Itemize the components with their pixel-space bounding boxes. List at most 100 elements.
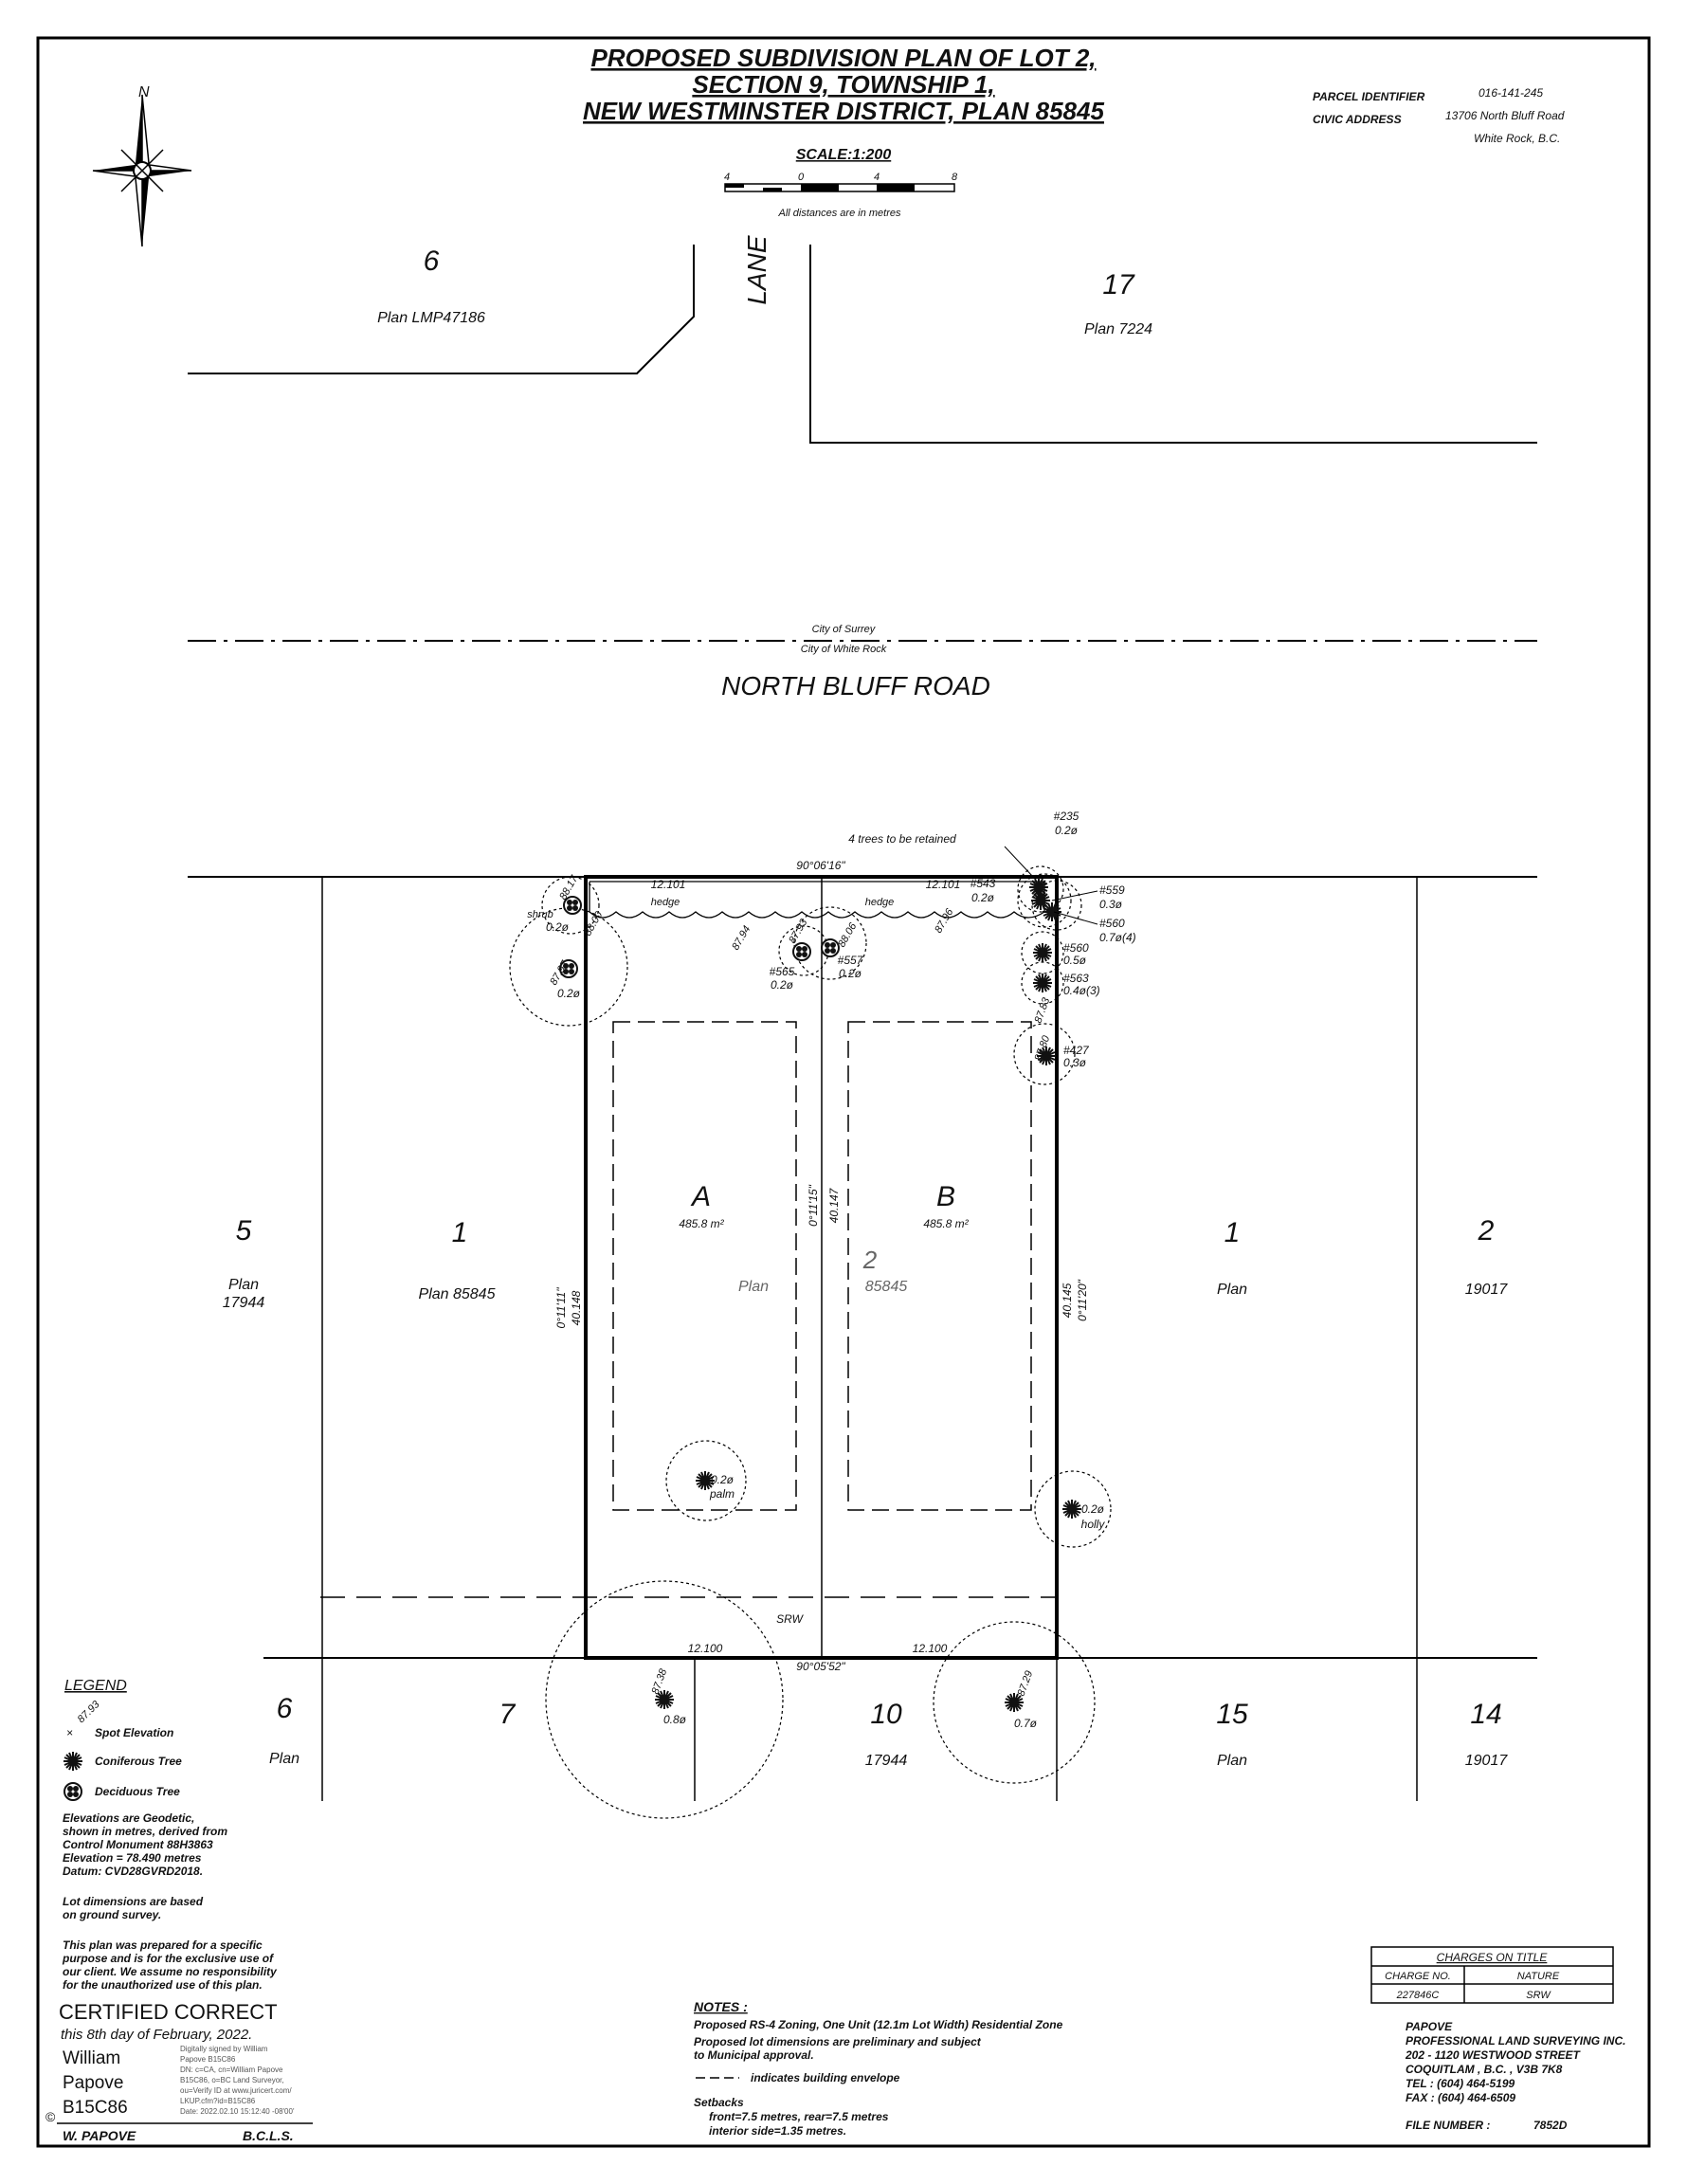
scale-tick-1: 4 (724, 172, 730, 183)
coniferous-tree-icon (63, 1751, 83, 1772)
notes-envelope: indicates building envelope (751, 2071, 900, 2084)
civic-value-1: 13706 North Bluff Road (1445, 109, 1565, 122)
lot-a-label: A (690, 1181, 711, 1212)
lot-1-west: 1 (452, 1217, 468, 1248)
adjacent-lot-lines (321, 877, 1418, 1801)
signature-line-1: William (63, 2048, 120, 2068)
srw-label: SRW (776, 1612, 804, 1626)
palm-dia: 0.2ø (711, 1473, 735, 1486)
signature-line-3: B15C86 (63, 2098, 128, 2118)
scale-tick-4: 8 (952, 172, 958, 183)
coniferous-tree-icon (1042, 901, 1062, 922)
lot-1-east: 1 (1224, 1217, 1241, 1248)
tree-559-dia: 0.3ø (1099, 898, 1123, 911)
front-dist-a: 12.101 (651, 878, 686, 891)
surveyor-designation: B.C.L.S. (243, 2128, 294, 2143)
civic-value-2: White Rock, B.C. (1474, 132, 1560, 145)
lane-label: LANE (742, 235, 771, 304)
legend-note-5: Datum: CVD28GVRD2018. (63, 1865, 203, 1878)
lot-b-label: B (936, 1181, 955, 1212)
legend-note-9: purpose and is for the exclusive use of (62, 1952, 274, 1965)
tree-235: #235 (1054, 810, 1079, 823)
east-bearing: 0°11'20" (1076, 1279, 1089, 1321)
file-number-label: FILE NUMBER : (1406, 2119, 1490, 2132)
civic-label: CIVIC ADDRESS (1313, 113, 1402, 126)
north-lots: 6 Plan LMP47186 LANE 17 Plan 7224 (188, 235, 1537, 444)
plan-title: PROPOSED SUBDIVISION PLAN OF LOT 2, SECT… (583, 44, 1104, 125)
surveyor-name: W. PAPOVE (63, 2128, 136, 2143)
elev-8: 87.83 (1033, 995, 1053, 1025)
legend-title: LEGEND (64, 1678, 127, 1694)
tree-labels: 4 trees to be retained #235 0.2ø #543 0.… (527, 810, 1135, 1730)
tree-427: #427 (1063, 1044, 1090, 1057)
charges-col-no: CHARGE NO. (1385, 1971, 1451, 1982)
surveyor-block: PAPOVE PROFESSIONAL LAND SURVEYING INC. … (1405, 2020, 1625, 2132)
tree-559: #559 (1099, 883, 1125, 897)
lot-14-plan: 19017 (1465, 1753, 1509, 1769)
legend-conif: Coniferous Tree (95, 1755, 182, 1768)
scale-bar: SCALE:1:200 4 0 4 8 All distances are in… (724, 147, 958, 219)
hedge: hedge hedge (589, 881, 1045, 919)
rear-dist-b: 12.100 (913, 1642, 948, 1655)
lot-2-east-plan: 19017 (1465, 1282, 1509, 1298)
firm-line-5: TEL : (604) 464-5199 (1406, 2077, 1515, 2090)
signature-line-2: Papove (63, 2073, 123, 2093)
charges-title: CHARGES ON TITLE (1437, 1951, 1549, 1964)
copyright-icon: © (45, 2109, 56, 2124)
building-envelope-a (612, 1021, 797, 1511)
coniferous-tree-icon (1032, 973, 1053, 993)
lot-10: 10 (870, 1699, 902, 1730)
nw-tree-dia: 0.2ø (557, 987, 581, 1000)
tree-560a: #560 (1099, 917, 1125, 930)
coniferous-tree-icon (1028, 877, 1049, 898)
cert-date: this 8th day of February, 2022. (61, 2027, 252, 2043)
lot-10-plan: 17944 (865, 1753, 908, 1769)
elev-4: 87.94 (730, 924, 753, 953)
title-line-3: NEW WESTMINSTER DISTRICT, PLAN 85845 (583, 97, 1104, 125)
scale-label: SCALE:1:200 (796, 147, 892, 163)
file-number: 7852D (1533, 2119, 1568, 2132)
elev-5: 87.93 (787, 917, 810, 946)
plan-number: 85845 (865, 1279, 908, 1295)
mid-bearing: 0°11'15" (807, 1184, 820, 1227)
legend-note-4: Elevation = 78.490 metres (63, 1851, 202, 1865)
south-tree-2-dia: 0.7ø (1014, 1717, 1038, 1730)
building-envelope-b (847, 1021, 1032, 1511)
legend-spot: Spot Elevation (95, 1726, 173, 1739)
legend-spot-mark: × (66, 1726, 73, 1739)
lot-5: 5 (236, 1215, 252, 1247)
lot-6-north-plan: Plan LMP47186 (377, 310, 485, 326)
cert-title: CERTIFIED CORRECT (59, 2000, 278, 2024)
parcel-info: PARCEL IDENTIFIER 016-141-245 CIVIC ADDR… (1313, 86, 1565, 145)
retained-note: 4 trees to be retained (848, 832, 956, 846)
firm-line-4: COQUITLAM , B.C. , V3B 7K8 (1406, 2063, 1563, 2076)
tree-560b: #560 (1063, 941, 1089, 955)
lot-7: 7 (499, 1699, 517, 1730)
digital-sig-7: Date: 2022.02.10 15:12:40 -08'00' (180, 2107, 295, 2116)
lot-6-south: 6 (277, 1693, 293, 1724)
municipal-boundary: City of Surrey City of White Rock (188, 624, 1537, 655)
digital-sig-3: DN: c=CA, cn=William Papove (180, 2066, 283, 2074)
elev-10: 87.38 (650, 1666, 670, 1696)
holly-dia: 0.2ø (1081, 1502, 1105, 1516)
tree-557-dia: 0.2ø (839, 967, 862, 980)
legend-note-2: shown in metres, derived from (63, 1825, 227, 1838)
svg-text:N: N (138, 84, 150, 100)
title-line-1: PROPOSED SUBDIVISION PLAN OF LOT 2, (590, 44, 1096, 72)
legend-note-7: on ground survey. (63, 1908, 161, 1921)
firm-line-1: PAPOVE (1406, 2020, 1453, 2033)
coniferous-tree-icon (1032, 942, 1053, 963)
road-name: NORTH BLUFF ROAD (721, 671, 990, 701)
digital-sig-5: ou=Verify ID at www.juricert.com/ (180, 2086, 292, 2095)
digital-sig-1: Digitally signed by William (180, 2045, 268, 2053)
lot-1-west-plan: Plan 85845 (419, 1286, 496, 1302)
lot-6-south-plan: Plan (269, 1751, 299, 1767)
lot-5-plan-no: 17944 (223, 1295, 265, 1311)
digital-sig-6: LKUP.cfm?id=B15C86 (180, 2097, 256, 2105)
rear-bearing: 90°05'52" (796, 1660, 845, 1673)
lot-5-plan: Plan (228, 1277, 259, 1293)
legend-decid: Deciduous Tree (95, 1785, 180, 1798)
firm-line-2: PROFESSIONAL LAND SURVEYING INC. (1406, 2034, 1625, 2048)
subject-lot: A 485.8 m² B 485.8 m² 2 Plan 85845 90°06… (554, 859, 1089, 1673)
